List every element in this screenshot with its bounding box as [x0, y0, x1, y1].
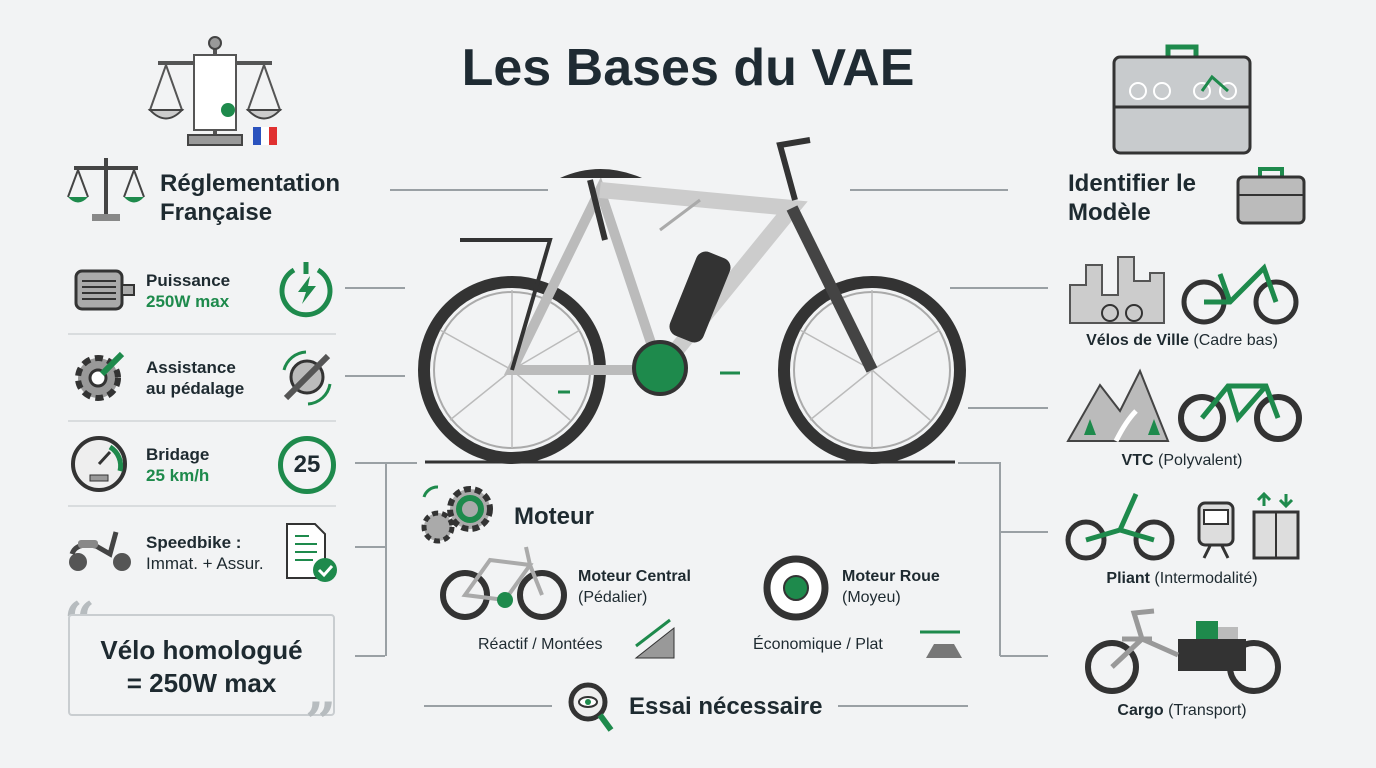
- central-motor-bike-icon: [440, 546, 567, 620]
- hub-motor-sub: (Moyeu): [842, 589, 901, 606]
- model-heading-line1: Identifier le: [1068, 170, 1197, 197]
- crank-rotation-icon: [282, 350, 332, 406]
- row-title: Assistance: [146, 358, 236, 377]
- power-bolt-icon: [279, 262, 333, 318]
- close-quote-icon: ”: [305, 690, 337, 754]
- cargo-bike-icon: [1085, 608, 1281, 694]
- quote-line1: Vélo homologué: [100, 635, 303, 665]
- scooter-icon: [69, 531, 131, 571]
- connector-line: [968, 407, 1048, 409]
- homologation-quote: Vélo homologué = 250W max: [68, 614, 335, 716]
- type-detail: (Cadre bas): [1193, 332, 1278, 349]
- ebike-illustration: [418, 137, 966, 464]
- scales-law-icon: [147, 36, 283, 146]
- model-heading: Identifier le Modèle: [1068, 169, 1196, 227]
- bike-type-vtc: VTC (Polyvalent): [1052, 452, 1312, 470]
- gears-icon: [421, 485, 493, 544]
- divider: [68, 420, 336, 422]
- type-detail: (Intermodalité): [1154, 570, 1258, 587]
- row-assistance: Assistance au pédalage: [146, 357, 244, 399]
- row-value: au pédalage: [146, 379, 245, 398]
- hub-motor-note: Économique / Plat: [753, 636, 883, 653]
- row-title: Puissance: [146, 271, 231, 290]
- elevator-icon: [1252, 491, 1300, 560]
- uphill-icon: [634, 618, 675, 659]
- bracket-line: [355, 462, 417, 464]
- type-name: VTC: [1121, 452, 1154, 469]
- bike-type-pliant: Pliant (Intermodalité): [1052, 570, 1312, 588]
- row-value: 25 km/h: [146, 466, 210, 485]
- row-title: Speedbike :: [146, 533, 242, 552]
- connector-line: [424, 705, 552, 707]
- hub-motor-title: Moteur Roue: [842, 568, 940, 585]
- connector-line: [850, 189, 1008, 191]
- connector-line: [390, 189, 548, 191]
- bike-type-ville: Vélos de Ville (Cadre bas): [1052, 332, 1312, 350]
- divider: [68, 505, 336, 507]
- gear-wrench-icon: [75, 351, 125, 401]
- divider: [68, 333, 336, 335]
- bracket-line: [999, 462, 1001, 656]
- central-motor-note: Réactif / Montées: [478, 636, 603, 653]
- row-bridage: Bridage 25 km/h: [146, 444, 209, 486]
- city-skyline-icon: [1069, 256, 1165, 324]
- motor-heading: Moteur: [514, 503, 594, 530]
- type-name: Vélos de Ville: [1086, 332, 1189, 349]
- row-value: Immat. + Assur.: [146, 554, 264, 573]
- row-value: 250W max: [146, 292, 230, 311]
- mountain-road-icon: [1066, 368, 1170, 443]
- model-heading-line2: Modèle: [1068, 199, 1151, 226]
- connector-line: [345, 287, 405, 289]
- speedometer-icon: [71, 436, 127, 492]
- speed-limit-icon: 25: [278, 436, 336, 494]
- page-title: Les Bases du VAE: [461, 39, 915, 97]
- scales-icon: [67, 158, 145, 221]
- bike-type-cargo: Cargo (Transport): [1052, 702, 1312, 720]
- magnifier-eye-icon: [568, 682, 614, 732]
- bracket-line: [1000, 531, 1048, 533]
- bracket-line: [385, 462, 387, 656]
- type-name: Pliant: [1106, 570, 1150, 587]
- regulation-heading: Réglementation Française: [160, 169, 340, 227]
- type-name: Cargo: [1117, 702, 1164, 719]
- row-title: Bridage: [146, 445, 210, 464]
- connector-line: [950, 287, 1048, 289]
- bracket-line: [355, 546, 385, 548]
- flat-road-icon: [920, 630, 962, 658]
- document-check-icon: [286, 523, 337, 582]
- toolbox-bikes-icon: [1112, 44, 1252, 155]
- test-ride-label: Essai nécessaire: [629, 693, 823, 720]
- type-detail: (Polyvalent): [1157, 452, 1243, 469]
- connector-line: [345, 375, 405, 377]
- motor-icon: [74, 269, 135, 311]
- connector-line: [838, 705, 968, 707]
- hub-motor-wheel-icon: [763, 555, 829, 621]
- toolbox-icon: [1236, 167, 1306, 225]
- central-motor-sub: (Pédalier): [578, 589, 648, 606]
- folding-bike-icon: [1065, 492, 1175, 561]
- vtc-bike-icon: [1178, 383, 1302, 442]
- bracket-line: [958, 462, 1000, 464]
- regulation-heading-line1: Réglementation: [160, 170, 341, 197]
- row-speedbike: Speedbike : Immat. + Assur.: [146, 532, 264, 574]
- central-motor-title: Moteur Central: [578, 568, 691, 585]
- regulation-heading-line2: Française: [160, 199, 273, 226]
- train-icon: [1197, 501, 1235, 559]
- bracket-line: [355, 655, 385, 657]
- central-motor-label: Moteur Central (Pédalier): [578, 566, 691, 608]
- type-detail: (Transport): [1168, 702, 1247, 719]
- quote-line2: = 250W max: [126, 668, 277, 698]
- row-puissance: Puissance 250W max: [146, 270, 230, 312]
- bracket-line: [1000, 655, 1048, 657]
- city-bike-icon: [1181, 263, 1299, 325]
- hub-motor-label: Moteur Roue (Moyeu): [842, 566, 940, 608]
